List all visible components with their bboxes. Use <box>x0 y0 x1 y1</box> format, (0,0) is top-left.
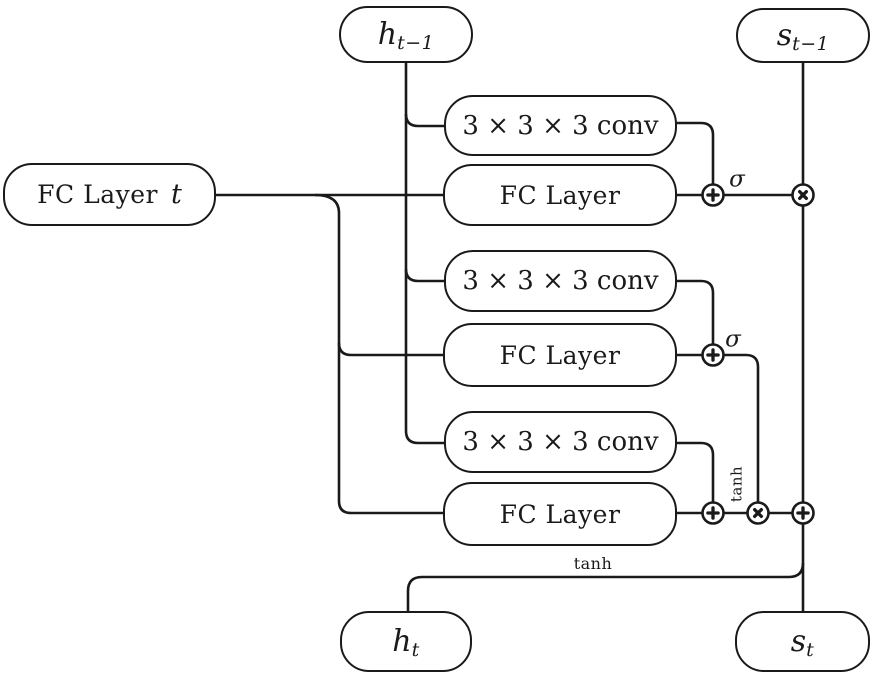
node-h-out-label: h <box>392 624 412 659</box>
node-fc-input: FC Layer t <box>3 163 216 226</box>
edge-fcmid-row <box>677 353 760 513</box>
node-fc-top-label: FC Layer <box>499 180 621 210</box>
node-conv-mid-label: 3 × 3 × 3 conv <box>462 266 659 296</box>
sigma-label-top: σ <box>729 166 745 193</box>
edge-hprev-conv-top <box>404 113 444 128</box>
node-h-out-subscript: t <box>411 638 420 661</box>
node-conv-bottom: 3 × 3 × 3 conv <box>444 411 677 473</box>
node-conv-mid: 3 × 3 × 3 conv <box>444 250 677 312</box>
multiply-operator-icon <box>746 501 770 525</box>
edge-tanh-hout <box>406 562 805 611</box>
edge-hprev-trunk <box>404 62 444 445</box>
node-s-out-subscript: t <box>806 638 815 661</box>
edge-fcinput-fcmid <box>337 342 443 357</box>
node-fc-top: FC Layer <box>443 164 677 226</box>
edge-hprev-conv-mid <box>404 268 444 283</box>
multiply-operator-icon <box>791 183 815 207</box>
edge-convtop-add <box>677 121 715 195</box>
add-operator-icon <box>701 501 725 525</box>
add-operator-icon <box>701 183 725 207</box>
node-fc-input-label: FC Layer <box>37 180 158 209</box>
node-fc-bottom: FC Layer <box>443 482 677 546</box>
node-conv-top-label: 3 × 3 × 3 conv <box>462 110 659 141</box>
edge-convmid-add <box>677 279 715 355</box>
node-conv-top: 3 × 3 × 3 conv <box>444 95 677 156</box>
node-s-prev-subscript: t−1 <box>792 32 830 55</box>
sigma-label-mid: σ <box>725 326 741 353</box>
node-h-prev-label: h <box>377 17 398 52</box>
node-fc-input-suffix: t <box>170 179 182 210</box>
add-operator-icon <box>791 501 815 525</box>
node-conv-bottom-label: 3 × 3 × 3 conv <box>462 427 659 457</box>
node-s-prev-label: s <box>776 18 793 53</box>
node-fc-mid: FC Layer <box>443 323 677 387</box>
node-fc-mid-label: FC Layer <box>499 340 621 370</box>
edge-fcinput-trunk <box>314 193 443 515</box>
tanh-output-label: tanh <box>573 554 613 573</box>
add-operator-icon <box>701 343 725 367</box>
node-h-prev-subscript: t−1 <box>397 31 435 54</box>
tanh-gate-label: tanh <box>727 465 746 503</box>
node-fc-bottom-label: FC Layer <box>499 499 621 529</box>
node-s-out-label: s <box>790 624 807 659</box>
edge-convbottom-add <box>677 441 715 513</box>
